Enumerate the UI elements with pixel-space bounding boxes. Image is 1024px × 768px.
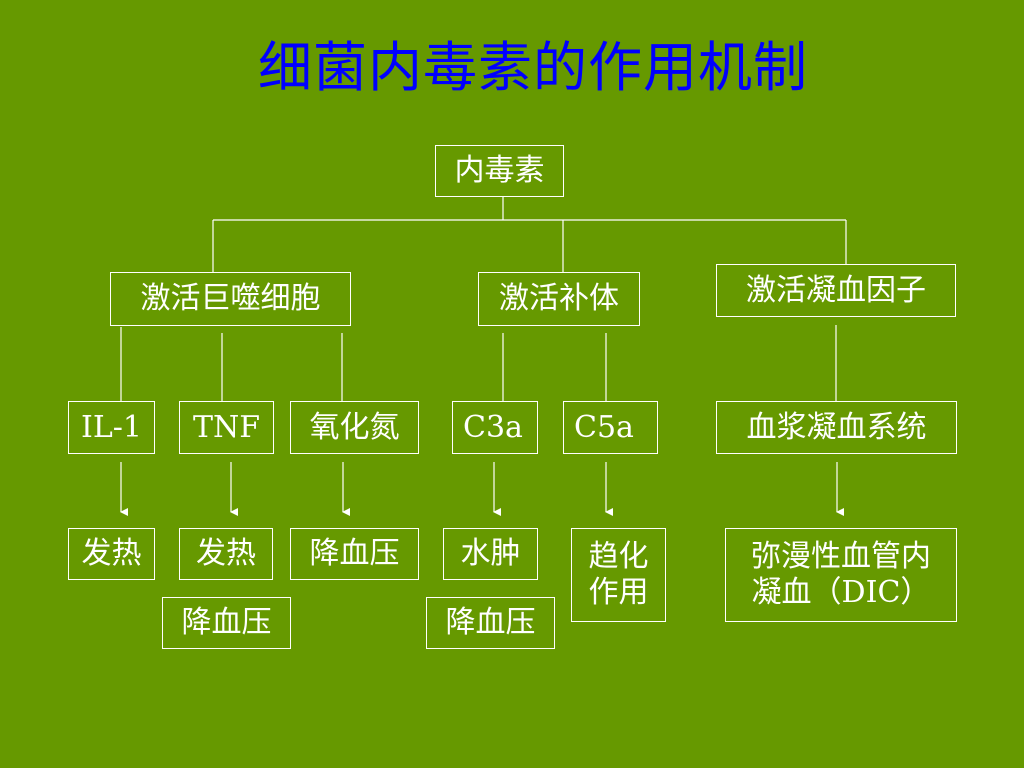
effect-tnf-fever: 发热 [179,528,273,580]
effect-c5a-chemotaxis-line1: 趋化 [588,539,649,574]
node-nitric-oxide: 氧化氮 [290,401,419,454]
effect-nitric-oxide-hypotension: 降血压 [290,528,419,580]
node-c5a: C5a [563,401,658,454]
node-tnf: TNF [179,401,274,454]
node-activate-macrophage: 激活巨噬细胞 [110,272,351,326]
node-il1: IL-1 [68,401,155,454]
node-plasma-coagulation-system: 血浆凝血系统 [716,401,957,454]
effect-il1-fever: 发热 [68,528,155,580]
effect-c5a-chemotaxis-line2: 作用 [588,575,649,610]
effect-c3a-edema: 水肿 [443,528,538,580]
effect-c5a-chemotaxis: 趋化 作用 [571,528,666,622]
slide-title: 细菌内毒素的作用机制 [258,36,808,99]
effect-c3a-hypotension: 降血压 [426,597,555,649]
node-c3a: C3a [452,401,538,454]
node-activate-coagulation-factor: 激活凝血因子 [716,264,956,317]
root-node: 内毒素 [435,145,564,197]
effect-tnf-hypotension: 降血压 [162,597,291,649]
node-activate-complement: 激活补体 [478,272,640,326]
effect-dic-line1: 弥漫性血管内 [751,539,931,574]
effect-dic-line2: 凝血（DIC） [751,575,931,610]
effect-dic: 弥漫性血管内 凝血（DIC） [725,528,957,622]
